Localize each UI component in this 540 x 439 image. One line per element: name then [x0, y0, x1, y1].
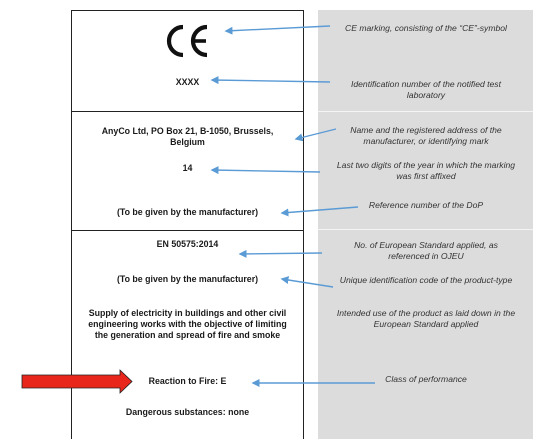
- desc-id-line2: laboratory: [406, 90, 446, 100]
- desc-year-line2: was first affixed: [396, 171, 456, 181]
- arrow-name: [294, 128, 337, 142]
- desc-class: Class of performance: [385, 374, 467, 384]
- desc-use-line2: European Standard applied: [373, 319, 479, 329]
- description-divider: [318, 229, 533, 230]
- desc-standard-line1: No. of European Standard applied, as: [354, 240, 498, 250]
- desc-name-line2: manufacturer, or identifying mark: [363, 136, 489, 146]
- label-section-product: [71, 230, 304, 439]
- desc-id-line1: Identification number of the notified te…: [350, 79, 501, 89]
- desc-product-code: Unique identification code of the produc…: [339, 275, 513, 285]
- label-section-ce: [71, 10, 304, 111]
- reaction-to-fire: Reaction to Fire: E: [148, 376, 227, 386]
- desc-dop: Reference number of the DoP: [368, 200, 484, 210]
- product-type-code: (To be given by the manufacturer): [116, 274, 259, 284]
- desc-year-line1: Last two digits of the year in which the…: [336, 160, 516, 170]
- intended-use-line2: engineering works with the objective of …: [88, 319, 287, 329]
- manufacturer-address-line1: AnyCo Ltd, PO Box 21, B-1050, Brussels,: [101, 126, 274, 136]
- desc-name-line1: Name and the registered address of the: [350, 125, 502, 135]
- dangerous-substances: Dangerous substances: none: [125, 407, 250, 417]
- manufacturer-address-line2: Belgium: [170, 137, 205, 147]
- notified-body-number: XXXX: [175, 77, 200, 87]
- intended-use-line1: Supply of electricity in buildings and o…: [88, 308, 287, 318]
- year-affixed: 14: [182, 163, 193, 173]
- dop-reference: (To be given by the manufacturer): [116, 207, 259, 217]
- arrow-standard: [238, 249, 323, 258]
- arrow-id: [210, 76, 331, 85]
- desc-standard-line2: referenced in OJEU: [388, 251, 464, 261]
- arrow-ce: [224, 25, 331, 35]
- desc-use-line1: Intended use of the product as laid down…: [336, 308, 516, 318]
- intended-use-line3: the generation and spread of fire and sm…: [94, 330, 281, 340]
- standard-number: EN 50575:2014: [156, 239, 219, 249]
- arrow-code: [280, 276, 334, 288]
- description-divider: [318, 111, 533, 112]
- arrow-year: [210, 166, 321, 175]
- description-panel: [318, 10, 533, 439]
- arrow-dop: [280, 206, 359, 217]
- ce-mark-icon: [166, 24, 208, 58]
- desc-ce-marking: CE marking, consisting of the “CE”-symbo…: [345, 23, 507, 33]
- highlight-arrow-icon: [21, 369, 133, 394]
